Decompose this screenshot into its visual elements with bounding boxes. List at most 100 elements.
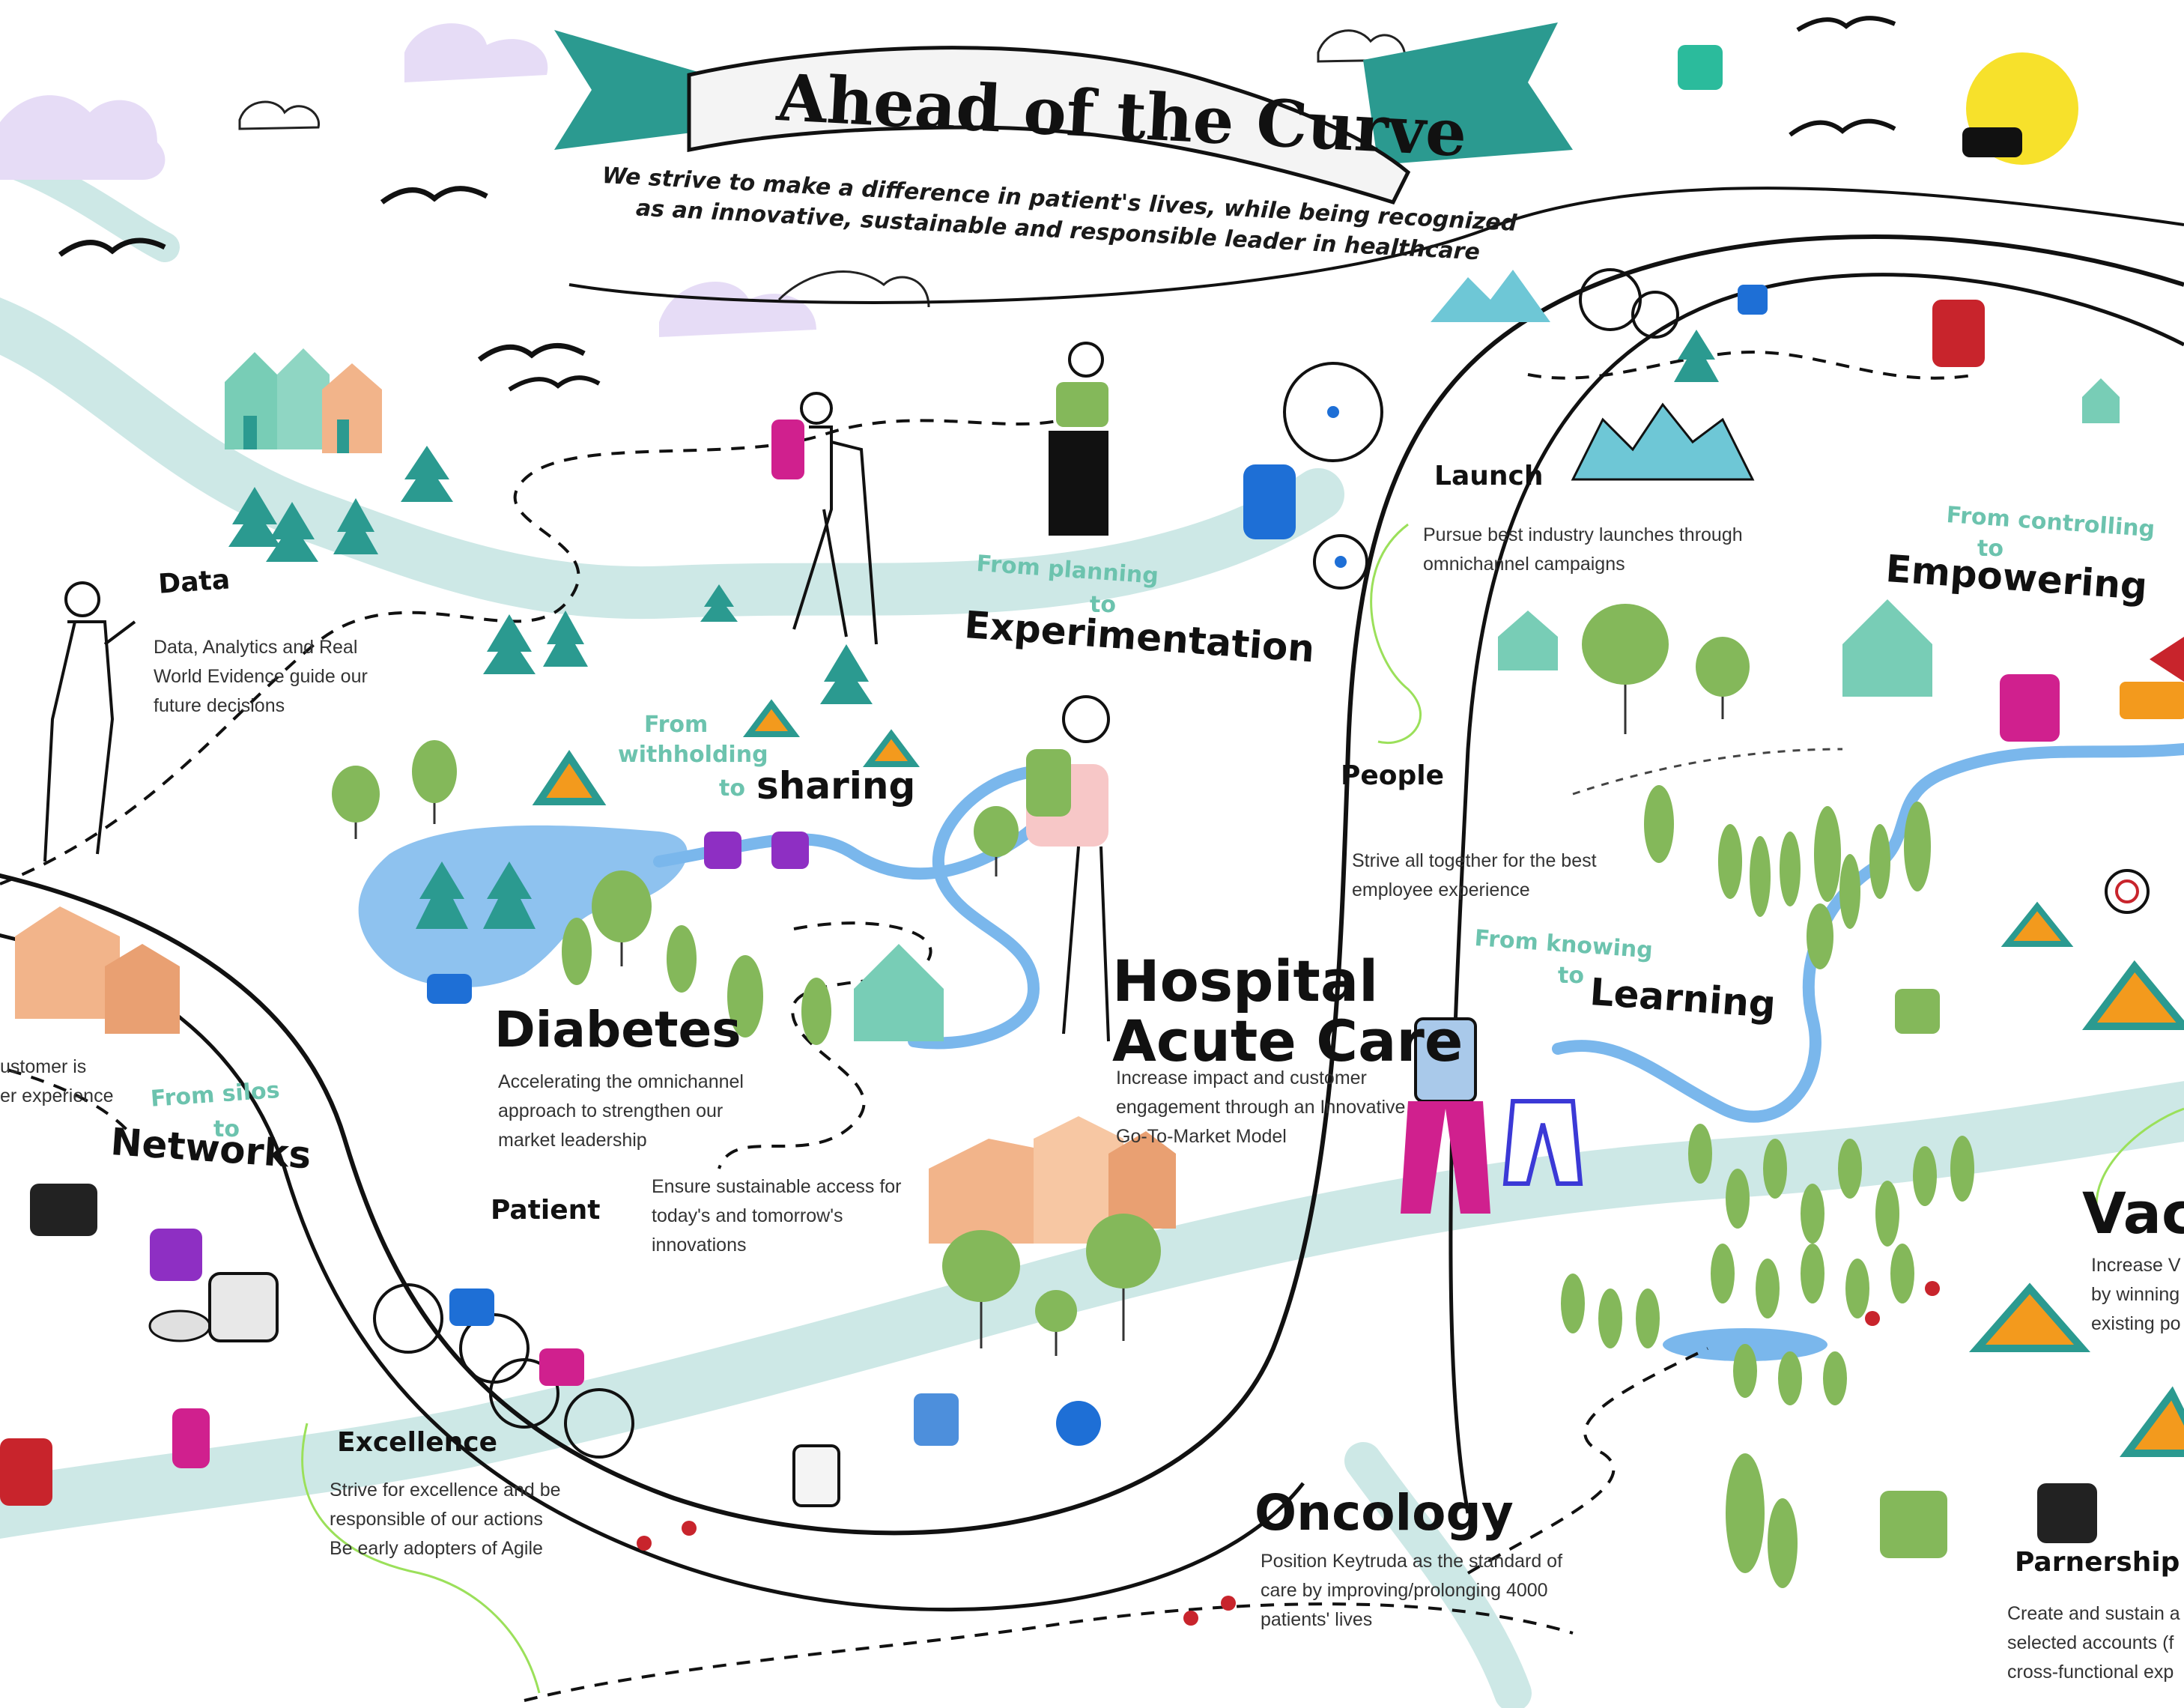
partnership-description: Create and sustain a selected accounts (…	[2007, 1599, 2180, 1686]
house-mint-5	[1498, 611, 1558, 670]
vaccines-title: Vacc	[2082, 1180, 2184, 1247]
flower	[1865, 1311, 1880, 1326]
sharing-to: to	[719, 775, 745, 802]
pine-tree	[1674, 330, 1719, 382]
cypress-tree	[1598, 1288, 1622, 1348]
pine-tree	[416, 861, 468, 929]
lime-curve-3	[2095, 1107, 2184, 1214]
flower	[1925, 1281, 1940, 1296]
cypress-tree	[1688, 1124, 1712, 1184]
customer-description-line-2: er experience	[0, 1085, 114, 1106]
cypress-tree	[1904, 802, 1931, 891]
tag-data: Data	[157, 564, 231, 600]
house-peach-1	[322, 363, 382, 453]
cypress-tree	[1823, 1351, 1847, 1405]
bird-6	[1789, 118, 1896, 137]
path-dashed-6	[1527, 350, 1978, 380]
tent-4	[2001, 901, 2074, 947]
title-banner	[554, 22, 1573, 205]
diabetes-title: Diabetes	[494, 1001, 741, 1059]
round-tree	[974, 806, 1019, 876]
figure-empowering	[1962, 127, 2060, 742]
figure-drinker-right	[1880, 989, 2097, 1558]
tag-partnership: Parnership	[2015, 1547, 2180, 1578]
figure-cyclist-top	[1243, 362, 1383, 590]
road-curve-right	[1449, 273, 2184, 1514]
round-tree	[332, 766, 380, 839]
cypress-tree	[1561, 1274, 1585, 1333]
vaccines-description-line-1: Increase V	[2091, 1255, 2181, 1276]
cypress-trees	[562, 785, 1974, 1588]
lime-curve-2	[301, 1423, 541, 1694]
vaccines-description: Increase V by winning existing po	[2091, 1251, 2181, 1338]
excellence-description-line-1: Strive for excellence and be	[330, 1480, 561, 1500]
lime-curve-1	[1370, 523, 1422, 744]
path-dashed-5	[524, 1602, 1574, 1702]
round-tree	[1696, 637, 1750, 719]
house-mint-1	[225, 352, 285, 449]
cypress-tree	[1644, 785, 1674, 863]
customer-description: ustomer is er experience	[0, 1053, 113, 1111]
house-mint-6	[2082, 378, 2120, 423]
figure-hiker-backpack	[771, 392, 878, 645]
cloud-lavender-left	[0, 95, 166, 180]
house-mint-4	[1842, 599, 1932, 697]
target	[2105, 869, 2150, 914]
figure-pair-center	[1401, 1017, 1583, 1214]
river-bottom	[1344, 1442, 1532, 1708]
flower	[1183, 1611, 1198, 1626]
tent-1	[532, 749, 607, 805]
data-description: Data, Analytics and Real World Evidence …	[154, 637, 368, 716]
hospital-title-line-2: Acute Care	[1112, 1007, 1463, 1074]
diabetes-description: Accelerating the omnichannel approach to…	[498, 1071, 744, 1151]
pine-tree	[266, 502, 318, 562]
road-curve-top	[568, 187, 2184, 304]
vaccines-description-line-2: by winning	[2091, 1283, 2180, 1305]
flower	[637, 1536, 652, 1551]
river-upper	[0, 297, 1344, 620]
cypress-tree	[1838, 1139, 1862, 1199]
path-dashed-3	[1572, 748, 1843, 796]
pine-tree	[228, 487, 281, 547]
experimentation-to: to	[1090, 592, 1116, 618]
cypress-tree	[1845, 1259, 1869, 1318]
road-curve-main	[0, 234, 2184, 1536]
cypress-tree	[1718, 824, 1742, 899]
tent-5	[2082, 960, 2184, 1030]
tag-people: People	[1341, 760, 1445, 791]
orange-bench	[2120, 682, 2184, 719]
figure-hikers-bottom-left	[0, 1408, 210, 1506]
cypress-tree	[1875, 1181, 1899, 1247]
flower	[1221, 1596, 1236, 1611]
learning-to: to	[1558, 963, 1584, 989]
round-tree	[942, 1230, 1020, 1348]
cypress-tree	[1778, 1351, 1802, 1405]
cypress-tree	[1733, 1344, 1757, 1398]
hospital-title: Hospital Acute Care	[1112, 951, 1463, 1071]
cypress-tree	[1869, 824, 1890, 899]
round-tree	[1035, 1290, 1077, 1356]
vaccines-description-line-3: existing po	[2091, 1312, 2181, 1334]
bird-1	[58, 237, 166, 257]
networks-to: to	[213, 1116, 240, 1142]
red-umbrella	[2150, 637, 2184, 682]
pine-tree	[820, 644, 873, 704]
figure-walking-group	[792, 1393, 1101, 1507]
flower	[682, 1521, 697, 1536]
excellence-description-line-3: Be early adopters of Agile	[330, 1537, 543, 1559]
pine-tree	[483, 614, 536, 674]
pine-tree	[543, 611, 588, 667]
partnership-description-line-3: cross-functional exp	[2007, 1661, 2174, 1683]
mountains-right	[1571, 402, 1755, 481]
cypress-tree	[1756, 1259, 1780, 1318]
figure-top-right-hikers	[1579, 45, 1985, 367]
cypress-tree	[1726, 1453, 1765, 1573]
oncology-description: Position Keytruda as the standard of car…	[1261, 1551, 1563, 1630]
sharing-target: sharing	[756, 764, 916, 808]
empowering-to: to	[1977, 536, 2003, 562]
pine-tree	[483, 861, 536, 929]
bird-5	[1796, 16, 1896, 32]
oncology-title: Oncology	[1255, 1484, 1514, 1542]
figure-pointing-green	[1049, 342, 1108, 536]
cypress-tree	[1711, 1244, 1735, 1303]
